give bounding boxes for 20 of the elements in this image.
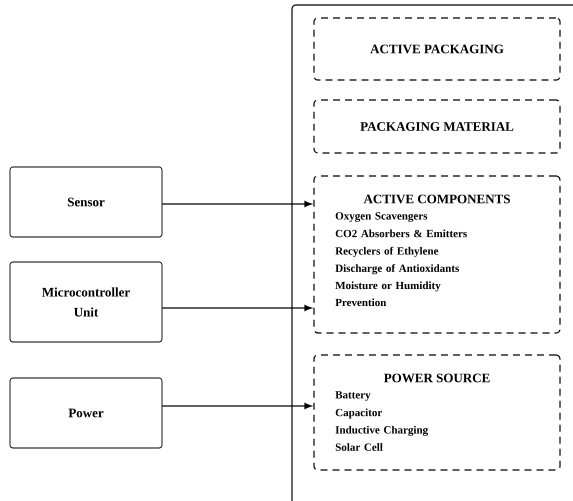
- arrow: [162, 304, 312, 312]
- list-item: Recyclers of Ethylene: [335, 246, 438, 257]
- heading: ACTIVE COMPONENTS: [364, 194, 510, 204]
- list-item: CO2 Absorbers & Emitters: [336, 230, 467, 238]
- list-item: Moisture or Humidity Prevention: [335, 281, 441, 306]
- frame: [291, 4, 573, 501]
- arrow: [162, 200, 312, 208]
- list-item: Capacitor: [336, 408, 382, 418]
- heading: ACTIVE PACKAGING: [370, 44, 504, 54]
- list-item: Battery: [335, 391, 371, 401]
- process-box: Power: [10, 378, 162, 448]
- heading: POWER SOURCE: [384, 374, 490, 382]
- list-item: Oxygen Scavengers: [336, 212, 428, 222]
- list-item: Inductive Charging: [336, 426, 428, 436]
- list-item: Solar Cell: [336, 443, 383, 451]
- heading: PACKAGING MATERIAL: [360, 122, 514, 131]
- list-item: Discharge of Antioxidants: [335, 264, 459, 274]
- process-box: Microcontroller Unit: [10, 262, 162, 342]
- process-box: Sensor: [10, 166, 162, 238]
- arrow: [162, 402, 312, 410]
